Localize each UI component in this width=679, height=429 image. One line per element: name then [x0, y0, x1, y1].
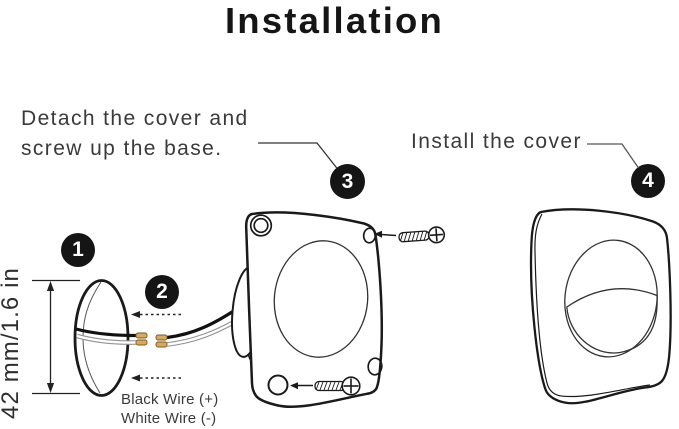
- instruction-step4: Install the cover: [411, 130, 582, 153]
- screw-bottom: [314, 376, 361, 396]
- screw-top-right: [398, 226, 446, 244]
- black-wire-right: [166, 308, 237, 340]
- step-badge-2: 2: [145, 275, 179, 309]
- instruction-step3: Detach the cover and screw up the base.: [21, 104, 249, 164]
- cover-depth-line: [534, 213, 651, 398]
- white-wire-label: White Wire (-): [121, 410, 217, 427]
- screw-shaft: [398, 230, 430, 243]
- screw-arrow-bottom: [290, 382, 313, 390]
- step-badge-1: 1: [61, 233, 95, 267]
- screw-holes: [249, 214, 383, 396]
- leader-line-4: [587, 143, 640, 169]
- screw-arrow-top: [374, 230, 397, 238]
- step-number-3: 3: [341, 169, 354, 193]
- step-badge-4: 4: [631, 164, 665, 198]
- step-badge-3: 3: [330, 164, 365, 199]
- screw-hole-top-right: [362, 227, 377, 244]
- step-number-4: 4: [642, 169, 654, 192]
- wire-labels: Black Wire (+) White Wire (-): [121, 390, 218, 428]
- instruction-step3-line2: screw up the base.: [21, 137, 223, 160]
- black-wire-label: Black Wire (+): [121, 391, 219, 408]
- black-wire-left: [75, 327, 137, 338]
- step-number-1: 1: [72, 238, 84, 261]
- sensor-disc: [73, 279, 130, 397]
- screw-hole-bottom-left: [267, 374, 289, 396]
- cover-outline: [529, 208, 672, 405]
- base-plate-opening: [273, 240, 369, 358]
- wire-connectors: [135, 332, 168, 348]
- dimension-arrow-up: [46, 281, 55, 291]
- dimension-indicator: [32, 279, 80, 395]
- page-title: Installation: [224, 0, 445, 41]
- step-number-2: 2: [156, 280, 168, 303]
- wires: [75, 308, 238, 348]
- base-plate: [231, 211, 384, 408]
- dashed-arrow-up-head: [131, 311, 140, 318]
- leader-line-3: [258, 142, 338, 169]
- cover: [529, 208, 672, 405]
- instruction-step3-line1: Detach the cover and: [21, 107, 249, 130]
- screw-hole-bottom-right: [367, 357, 383, 376]
- screw-hole-top-left-inner: [253, 217, 269, 234]
- dimension-arrow-down: [46, 383, 55, 393]
- connect-arrows: [131, 311, 182, 382]
- cover-lens-dome: [566, 288, 658, 354]
- screw-hole-top-left-outer: [249, 214, 273, 237]
- white-wire-right: [166, 318, 238, 347]
- dashed-arrow-down-head: [131, 374, 140, 382]
